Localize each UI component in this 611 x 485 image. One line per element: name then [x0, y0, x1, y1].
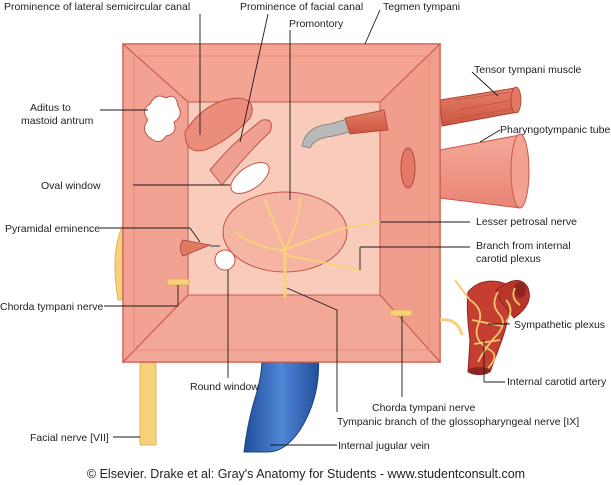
label-aditus-1: Aditus to	[30, 102, 71, 114]
label-tensor: Tensor tympani muscle	[474, 64, 582, 76]
label-lateral-canal: Prominence of lateral semicircular canal	[4, 1, 190, 13]
tensor-tendon	[301, 109, 389, 149]
label-carotid-branch-1: Branch from internal	[476, 240, 571, 252]
label-jugular: Internal jugular vein	[338, 440, 430, 452]
leader-lines	[100, 9, 510, 446]
label-facial-canal: Prominence of facial canal	[240, 1, 363, 13]
label-promontory: Promontory	[289, 18, 344, 30]
pharyngotympanic-tube	[439, 133, 530, 209]
pyramidal-eminence	[180, 239, 220, 257]
internal-carotid-artery	[466, 280, 530, 375]
label-tympanic-branch: Tympanic branch of the glossopharyngeal …	[337, 416, 579, 428]
labels: Prominence of lateral semicircular canal…	[0, 1, 610, 452]
internal-jugular-vein	[243, 351, 320, 453]
label-chorda-right: Chorda tympani nerve	[372, 402, 475, 414]
label-tegmen: Tegmen tympani	[383, 1, 460, 13]
label-facial-nerve: Facial nerve [VII]	[30, 432, 109, 444]
label-sympathetic: Sympathetic plexus	[514, 319, 605, 331]
label-oval-window: Oval window	[41, 180, 101, 192]
label-internal-carotid: Internal carotid artery	[507, 376, 607, 388]
lateral-canal-prominence	[184, 97, 253, 152]
round-window	[214, 249, 236, 271]
aditus-mastoid-antrum	[144, 95, 181, 142]
copyright-credit: © Elsevier. Drake et al: Gray's Anatomy …	[87, 467, 525, 481]
facial-canal-prominence	[209, 119, 272, 186]
label-carotid-branch-2: carotid plexus	[476, 253, 541, 265]
chorda-tympani-right	[389, 309, 413, 317]
sympathetic-plexus	[454, 279, 521, 369]
tube-orifice	[400, 147, 416, 189]
label-pyramidal: Pyramidal eminence	[5, 223, 100, 235]
label-round-window: Round window	[190, 381, 259, 393]
chorda-tympani-left	[166, 278, 190, 286]
label-pharyngotympanic: Pharyngotympanic tube	[500, 124, 610, 136]
nerve-to-plexus	[439, 318, 464, 336]
tensor-tympani-muscle	[439, 86, 522, 127]
label-chorda-left: Chorda tympani nerve	[0, 301, 103, 313]
oval-window	[230, 161, 270, 195]
label-lesser-petrosal: Lesser petrosal nerve	[476, 216, 577, 228]
label-aditus-2: mastoid antrum	[21, 115, 94, 127]
tympanic-plexus	[234, 197, 381, 298]
